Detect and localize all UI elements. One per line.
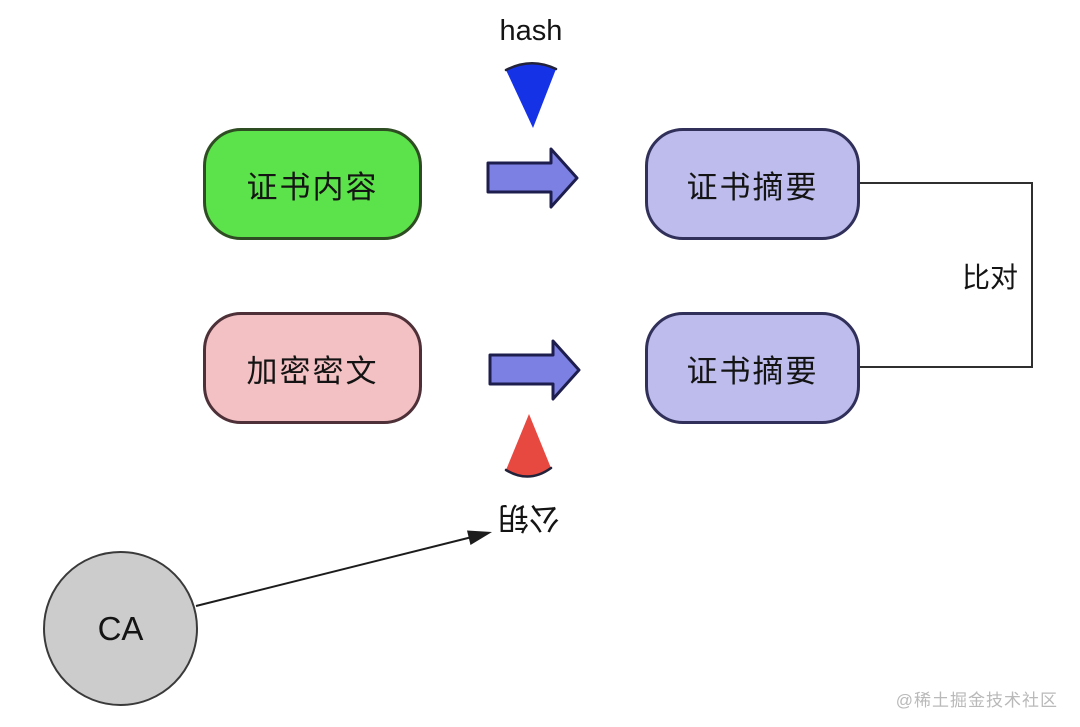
compare-label: 比对 [961,262,1018,293]
node-certificate-content: 证书内容 [203,128,422,240]
node-certificate-digest-top-label: 证书摘要 [686,169,819,205]
node-ca-label: CA [97,609,144,647]
node-certificate-digest-bottom: 证书摘要 [645,312,860,424]
ca-to-public-key-line [195,536,473,607]
hash-label: hash [499,15,563,47]
flow-arrow-bottom-icon [488,339,581,401]
hash-cone-icon [506,63,556,128]
public-key-cone-icon [506,414,551,477]
public-key-label: 公钥 [498,500,560,535]
comparison-connector-line [860,182,1033,368]
node-certificate-digest-top: 证书摘要 [645,128,860,240]
node-ca: CA [43,551,198,706]
hash-cone-arc [504,62,558,72]
flow-arrow-top-icon [486,147,579,209]
node-certificate-digest-bottom-label: 证书摘要 [686,353,819,389]
public-key-cone-arc [504,466,553,478]
node-certificate-content-label: 证书内容 [246,169,379,205]
node-encrypted-ciphertext: 加密密文 [203,312,422,424]
ca-arrowhead-icon [467,530,492,545]
node-encrypted-ciphertext-label: 加密密文 [246,353,379,389]
watermark: @稀土掘金技术社区 [895,691,1058,710]
